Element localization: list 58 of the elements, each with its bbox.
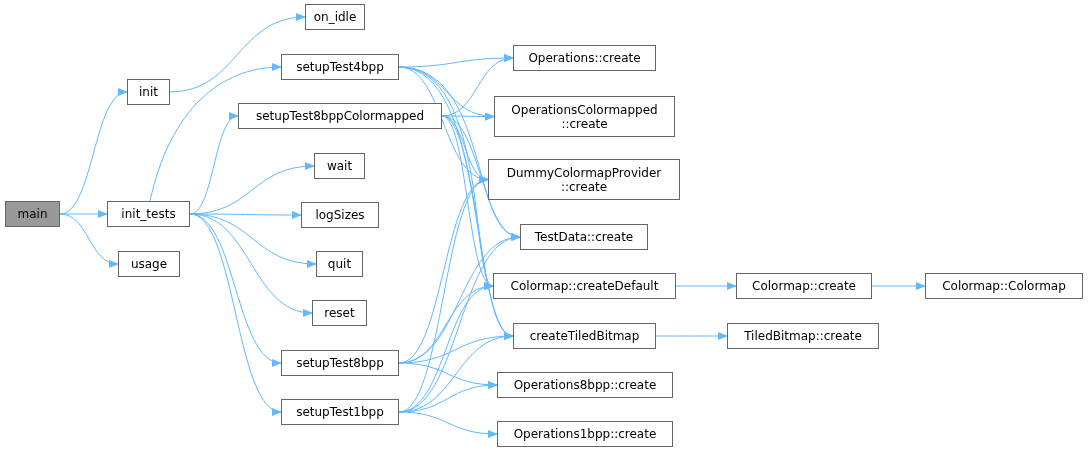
function-box (727, 323, 879, 349)
function-box (281, 399, 399, 425)
function-box (494, 96, 675, 137)
function-name: Operations1bpp::create (513, 427, 657, 441)
function-box (314, 153, 365, 179)
function-box (281, 350, 399, 376)
function-name: Colormap::Colormap (942, 279, 1066, 293)
function-box (107, 201, 190, 227)
function-name: setupTest4bpp (296, 60, 384, 74)
function-name: TiledBitmap::create (744, 329, 862, 343)
function-box (497, 372, 673, 398)
function-box (513, 45, 656, 71)
function-box (312, 300, 367, 326)
function-name: usage (130, 257, 168, 271)
function-box (513, 323, 656, 349)
function-name: main (17, 207, 48, 221)
function-name: setupTest8bpp (296, 356, 384, 370)
function-box (281, 54, 399, 80)
function-name: init (139, 85, 158, 99)
function-name: TestData::create (534, 230, 634, 244)
function-name: reset (324, 306, 355, 320)
function-box (301, 202, 379, 228)
function-name: Colormap::create (752, 279, 856, 293)
function-box (488, 159, 680, 200)
function-box (520, 224, 648, 250)
arrow (149, 63, 282, 202)
arrow (871, 282, 926, 290)
function-name: on_idle (313, 10, 357, 24)
function-name: logSizes (315, 208, 365, 222)
function-name: Colormap::createDefault (510, 279, 659, 293)
arrow (398, 411, 498, 438)
function-name: wait (326, 159, 353, 173)
function-box (493, 273, 676, 299)
function-name: setupTest8bppColormapped (255, 109, 425, 123)
function-name: OperationsColormapped ::create (510, 102, 659, 131)
arrow (675, 282, 737, 290)
function-box (316, 251, 363, 277)
function-name: Operations8bpp::create (513, 378, 657, 392)
function-box (497, 421, 673, 447)
arrow (655, 332, 728, 340)
function-box (305, 4, 365, 30)
function-box (925, 273, 1083, 299)
function-name: init_tests (121, 207, 176, 221)
function-box (118, 251, 180, 277)
arrow (441, 55, 514, 117)
function-box (238, 103, 442, 129)
function-name: DummyColormapProvider ::create (505, 165, 663, 194)
function-box (736, 273, 872, 299)
arrow (59, 90, 128, 215)
function-box (5, 201, 60, 227)
function-name: Operations::create (528, 51, 641, 65)
function-name: createTiledBitmap (529, 329, 640, 343)
function-box (127, 79, 170, 105)
function-name: setupTest1bpp (296, 405, 384, 419)
arrow (398, 381, 498, 413)
arrow (169, 13, 306, 93)
arrow (59, 213, 119, 267)
function-name: quit (327, 257, 352, 271)
